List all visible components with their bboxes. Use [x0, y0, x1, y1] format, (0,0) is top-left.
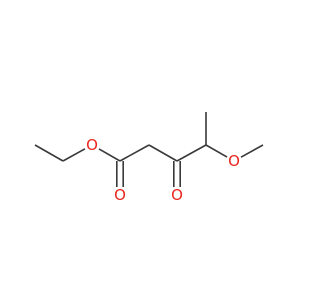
atom-labels-layer: O O O O	[86, 136, 240, 204]
atom-label-o_methoxy: O	[228, 152, 240, 170]
bond-c_methylene-c_ketone	[148, 144, 178, 162]
atom-label-o_ester_carbonyl: O	[114, 186, 126, 204]
atom-label-o_ketone: O	[171, 186, 183, 204]
bond-c_ketone-c_methine	[176, 144, 207, 162]
bond-c2-o_ester	[62, 148, 86, 162]
bond-o_methoxy-c_methoxy	[240, 144, 264, 158]
bond-c1-c2	[34, 144, 64, 162]
bonds-layer	[34, 112, 264, 187]
bond-c_methine-o_methoxy	[205, 144, 228, 158]
atom-label-o_ester: O	[86, 136, 98, 154]
bond-c_ester-c_methylene	[119, 144, 150, 162]
molecule-structure-diagram: O O O O	[34, 112, 264, 204]
bond-o_ester-c_ester	[98, 148, 121, 162]
